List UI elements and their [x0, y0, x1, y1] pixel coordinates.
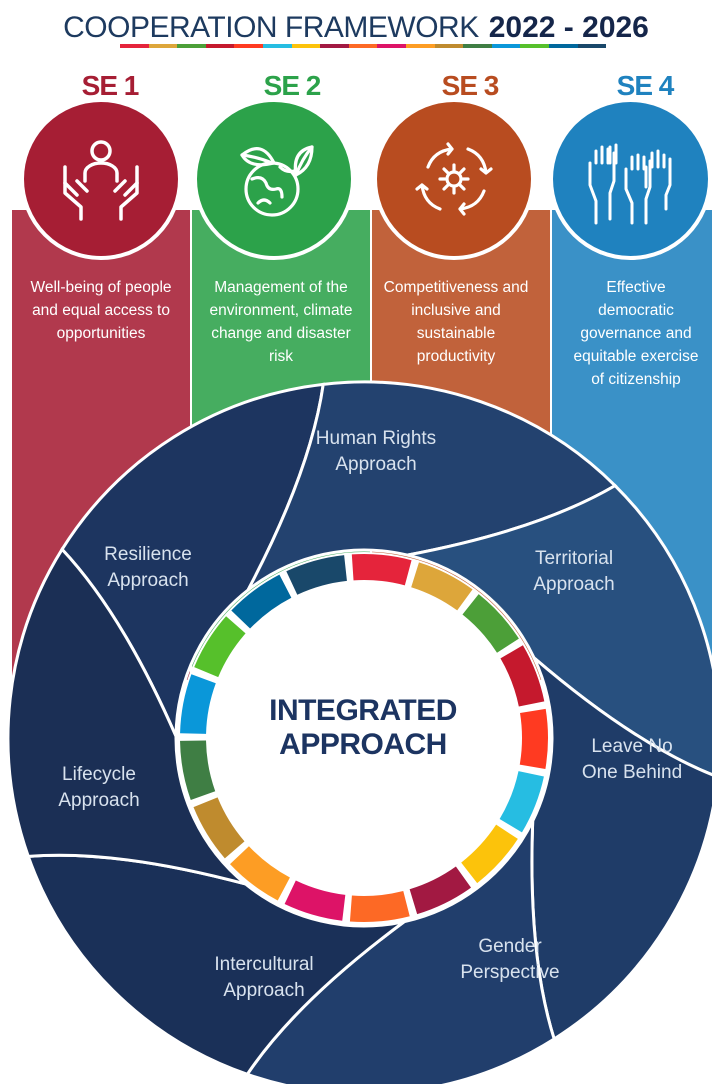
- se2-label: SE 2: [263, 70, 322, 101]
- sdg-ring-segment: [229, 846, 290, 901]
- se2-description: Management of the environment, climate c…: [209, 279, 353, 365]
- sdg-ring-segment: [500, 645, 545, 707]
- sdg-bar-segment: [320, 44, 349, 48]
- sdg-ring-segment: [180, 674, 216, 734]
- sdg-bar-segment: [262, 44, 292, 48]
- sdg-bar-segment: [234, 44, 263, 48]
- hands-person-icon: [63, 140, 139, 221]
- sdg-bar-segment: [520, 44, 549, 48]
- approach-leave-no-one-behind: Leave No One Behind: [581, 736, 683, 783]
- center-label: INTEGRATED APPROACH: [269, 694, 457, 761]
- se3-label: SE 3: [441, 70, 500, 101]
- sdg-ring-segment: [180, 740, 216, 800]
- sdg-bar-segment: [377, 44, 406, 48]
- sdg-ring-segment: [286, 555, 347, 595]
- se4-label: SE 4: [616, 70, 675, 101]
- sdg-ring-segment: [461, 824, 518, 884]
- raised-hands-icon: [588, 143, 672, 225]
- approach-segment: [6, 546, 247, 886]
- sdg-ring-segment: [193, 797, 245, 859]
- sdg-bar-segment: [120, 44, 149, 48]
- earth-leaves-icon: [240, 145, 314, 217]
- sdg-bar-segment: [205, 44, 235, 48]
- se3-description: Competitiveness and inclusive and sustai…: [383, 279, 529, 365]
- se1-label: SE 1: [81, 70, 140, 101]
- sdg-bar-segment: [348, 44, 378, 48]
- sdg-bar-segment: [491, 44, 521, 48]
- sdg-bar-segment: [177, 44, 206, 48]
- se1-description: Well-being of people and equal access to…: [30, 279, 172, 342]
- sdg-ring-segment: [462, 594, 519, 653]
- se1-icon-circle: [20, 98, 182, 260]
- se4-icon-circle: [549, 98, 712, 260]
- sdg-ring-segment: [411, 562, 473, 611]
- approach-territorial: Territorial Approach: [533, 548, 615, 595]
- sdg-bar-segment: [291, 44, 321, 48]
- sdg-ring-segment: [349, 891, 410, 922]
- sdg-ring-segment: [519, 708, 548, 769]
- se2-icon-circle: [193, 98, 355, 260]
- sdg-ring-segment: [499, 771, 544, 833]
- approach-gender: Gender Perspective: [460, 936, 560, 983]
- gear-cycle-icon: [415, 142, 493, 216]
- sdg-bar-segment: [577, 44, 607, 48]
- sdg-bar-segment: [148, 44, 178, 48]
- page-title: COOPERATION FRAMEWORK 2022 - 2026: [0, 6, 712, 50]
- sdg-bar-segment: [548, 44, 578, 48]
- sdg-ring-segment: [284, 880, 346, 921]
- approach-human-rights: Human Rights Approach: [315, 428, 437, 475]
- approach-intercultural: Intercultural Approach: [214, 954, 314, 1001]
- title-years: 2022 - 2026: [488, 11, 649, 44]
- sdg-color-bar: [120, 44, 607, 48]
- se3-icon-circle: [373, 98, 535, 260]
- sdg-bar-segment: [434, 44, 464, 48]
- title-main: COOPERATION FRAMEWORK: [63, 11, 479, 44]
- sdg-bar-segment: [463, 44, 492, 48]
- approach-resilience: Resilience Approach: [104, 544, 192, 591]
- sdg-ring-segment: [409, 866, 472, 915]
- approach-lifecycle: Lifecycle Approach: [58, 764, 140, 811]
- sdg-bar-segment: [405, 44, 435, 48]
- sdg-ring-segment: [231, 574, 292, 629]
- sdg-ring-segment: [351, 554, 412, 586]
- sdg-ring-segment: [194, 616, 246, 678]
- se4-description: Effective democratic governance and equi…: [573, 279, 699, 388]
- center-circle: [214, 588, 514, 888]
